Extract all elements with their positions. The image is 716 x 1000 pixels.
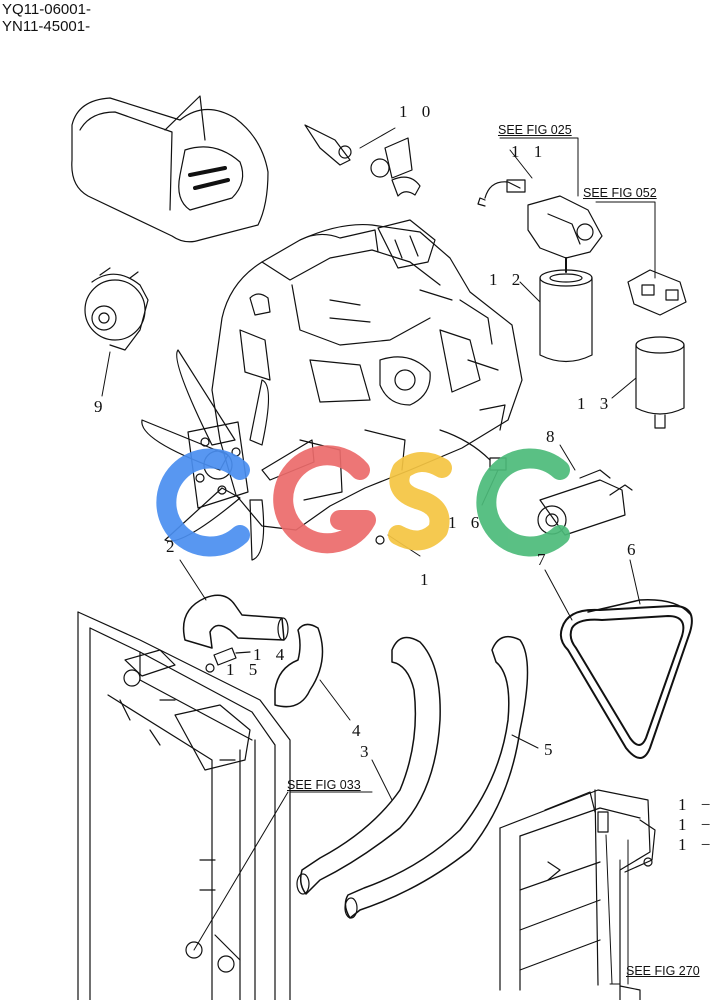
drain-plug <box>205 647 251 673</box>
see-fig-052-reference[interactable]: SEE FIG 052 <box>583 186 657 200</box>
fuel-filter-cartridge <box>519 257 593 363</box>
callout-5: 5 <box>544 740 558 759</box>
upper-hose <box>179 559 289 649</box>
see-fig-025-reference[interactable]: SEE FIG 025 <box>498 123 572 137</box>
v-belts <box>544 559 693 759</box>
callout-14: 1 4 <box>253 645 290 664</box>
lower-hose-short <box>274 623 351 721</box>
callout-4: 4 <box>352 721 366 740</box>
callout-13: 1 3 <box>577 394 614 413</box>
alternator <box>84 267 149 397</box>
see-fig-033-reference[interactable]: SEE FIG 033 <box>287 778 361 792</box>
callout-6: 6 <box>627 540 641 559</box>
radiator-hose-long <box>296 636 441 895</box>
serial-number-range-1: YQ11-06001- <box>2 1 91 18</box>
callout-2: 2 <box>166 537 180 556</box>
callout-1: 1 <box>420 570 434 589</box>
water-separator <box>611 269 687 429</box>
engine-cover <box>71 95 269 243</box>
callout-9: 9 <box>94 397 108 416</box>
callout-10: 1 0 <box>399 102 436 121</box>
see-fig-270-reference[interactable]: SEE FIG 270 <box>626 964 700 978</box>
engine-assembly <box>211 219 523 545</box>
thermostat <box>304 124 421 197</box>
callout-row-3: 1 − <box>678 835 716 854</box>
serial-number-range-2: YN11-45001- <box>2 18 91 35</box>
callout-16: 1 6 <box>448 513 485 532</box>
callout-3: 3 <box>360 742 374 761</box>
callout-row-1: 1 − <box>678 795 716 814</box>
watermark-logo <box>156 445 570 557</box>
radiator-hose-long-2 <box>344 635 539 919</box>
radiator <box>77 611 291 1000</box>
callout-15: 1 5 <box>226 660 263 679</box>
callout-7: 7 <box>537 550 551 569</box>
reference-leaders <box>193 137 656 985</box>
callout-12: 1 2 <box>489 270 526 289</box>
callout-8: 8 <box>546 427 560 446</box>
sensor-and-filter-head <box>477 149 603 259</box>
callout-11: 1 1 <box>511 142 548 161</box>
callout-row-2: 1 − <box>678 815 716 834</box>
